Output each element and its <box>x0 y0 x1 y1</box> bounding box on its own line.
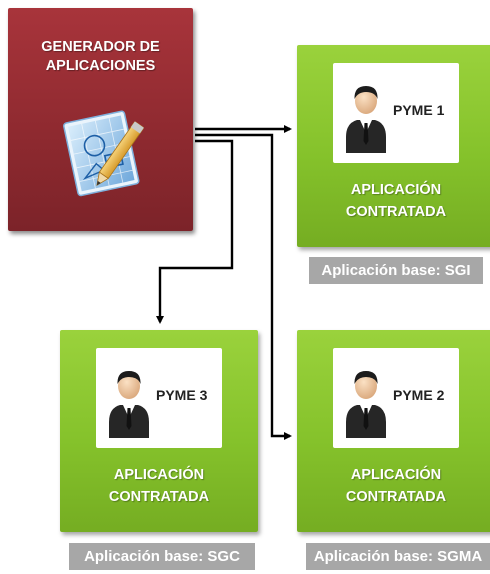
base-app-label-pyme-1: Aplicación base: SGI <box>309 257 483 284</box>
pyme-1-box: PYME 1 APLICACIÓN CONTRATADA <box>297 45 490 247</box>
pyme-card: PYME 3 <box>96 348 222 448</box>
base-app-label-pyme-2: Aplicación base: SGMA <box>306 543 490 570</box>
pyme-card: PYME 2 <box>333 348 459 448</box>
pyme-name: PYME 3 <box>156 387 208 403</box>
arrow-to-pyme-3 <box>156 139 234 324</box>
generator-title: GENERADOR DE APLICACIONES <box>41 39 160 74</box>
contracted-app-label: APLICACIÓN CONTRATADA <box>345 467 447 505</box>
pyme-2-box: PYME 2 APLICACIÓN CONTRATADA <box>297 330 490 532</box>
arrow-to-pyme-2 <box>195 133 292 440</box>
businessman-icon <box>346 86 386 153</box>
pyme-name: PYME 2 <box>393 387 445 403</box>
base-app-label-pyme-3: Aplicación base: SGC <box>69 543 255 570</box>
businessman-icon <box>109 371 149 438</box>
businessman-icon <box>346 371 386 438</box>
contracted-app-label: APLICACIÓN CONTRATADA <box>108 467 210 505</box>
pyme-card: PYME 1 <box>333 63 459 163</box>
pyme-name: PYME 1 <box>393 102 445 118</box>
contracted-app-label: APLICACIÓN CONTRATADA <box>345 182 447 220</box>
blueprint-pencil-icon <box>63 110 144 197</box>
generator-box: GENERADOR DE APLICACIONES <box>8 8 193 231</box>
pyme-3-box: PYME 3 APLICACIÓN CONTRATADA <box>60 330 258 532</box>
